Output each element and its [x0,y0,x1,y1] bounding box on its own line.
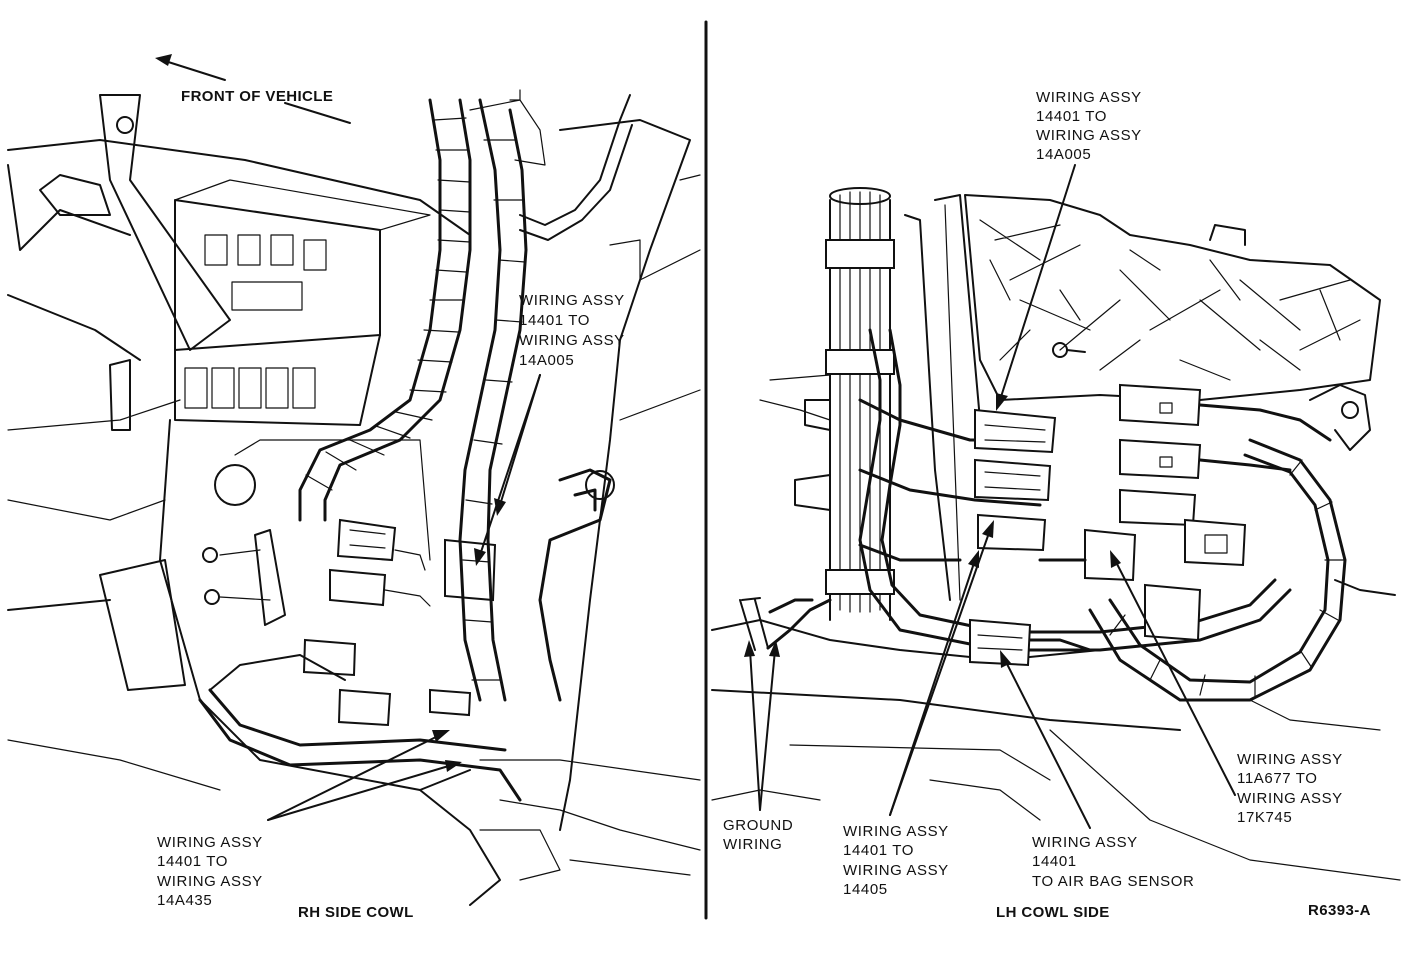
callout-line: WIRING ASSY [843,823,949,840]
callout-line: WIRING ASSY [1036,89,1142,106]
callout-line: 14A005 [1036,146,1091,163]
callout-line: 14401 TO [157,853,228,870]
callout-line: WIRING ASSY [1237,790,1343,807]
callout-line: WIRING ASSY [157,834,263,851]
callout-line: 14401 TO [843,842,914,859]
lh-callout-airbag: WIRING ASSY 14401 TO AIR BAG SENSOR [1032,834,1194,890]
lh-cowl-drawing [711,187,1401,881]
callout-line: 14401 TO [1036,108,1107,125]
callout-line: WIRING ASSY [157,873,263,890]
callout-line: WIRING ASSY [843,862,949,879]
callout-line: 17K745 [1237,809,1292,826]
callout-line: WIRING ASSY [519,332,625,349]
lh-callout-17k745: WIRING ASSY 11A677 TO WIRING ASSY 17K745 [1237,751,1343,826]
rh-callout-14a435: WIRING ASSY 14401 TO WIRING ASSY 14A435 [157,834,263,909]
rh-callout-14a005: WIRING ASSY 14401 TO WIRING ASSY 14A005 [519,292,625,369]
lh-callout-14405: WIRING ASSY 14401 TO WIRING ASSY 14405 [843,823,949,898]
lh-callout-ground: GROUND WIRING [723,817,793,853]
callout-line: WIRING ASSY [1032,834,1138,851]
callout-line: TO AIR BAG SENSOR [1032,873,1194,890]
callout-line: 14401 TO [519,312,590,329]
lh-caption: LH COWL SIDE [996,904,1110,921]
callout-line: 14A005 [519,352,574,369]
front-of-vehicle-label: FRONT OF VEHICLE [181,88,333,105]
callout-line: WIRING ASSY [519,292,625,309]
rh-leaders [155,54,541,821]
lh-callout-14a005: WIRING ASSY 14401 TO WIRING ASSY 14A005 [1036,89,1142,163]
callout-line: 14A435 [157,892,212,909]
rh-cowl-drawing [7,89,701,906]
callout-line: WIRING ASSY [1036,127,1142,144]
callout-line: 14401 [1032,853,1077,870]
callout-line: WIRING ASSY [1237,751,1343,768]
callout-line: 11A677 TO [1237,770,1317,787]
callout-line: 14405 [843,881,888,898]
lh-leaders [744,164,1236,829]
rh-caption: RH SIDE COWL [298,904,414,921]
figure-id: R6393-A [1308,902,1371,919]
callout-line: WIRING [723,836,782,853]
callout-line: GROUND [723,817,793,834]
